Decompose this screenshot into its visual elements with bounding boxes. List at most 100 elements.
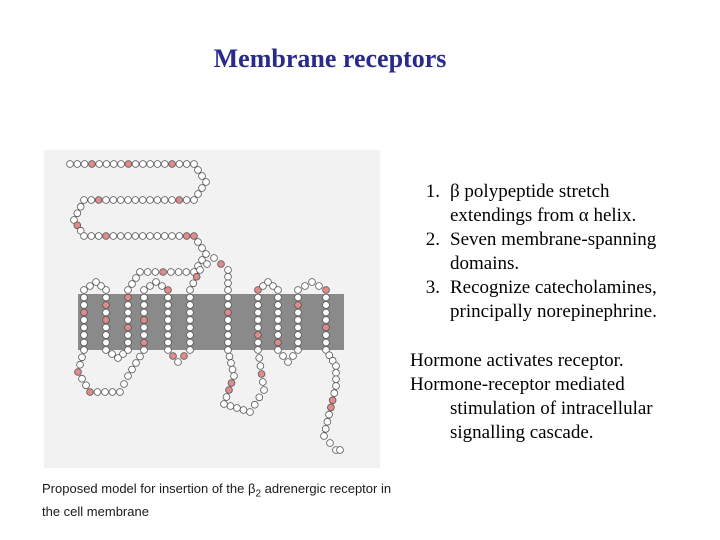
residue-circle xyxy=(322,301,330,309)
residue-circle xyxy=(80,286,88,294)
residue-circle xyxy=(322,293,330,302)
residue-circle xyxy=(294,293,302,302)
residue-circle xyxy=(332,382,340,390)
residue-circle xyxy=(233,404,241,412)
residue-circle xyxy=(164,316,172,324)
residue-circle xyxy=(332,375,340,384)
residue-circle xyxy=(198,256,206,264)
residue-circle xyxy=(164,338,172,347)
residue-circle xyxy=(161,160,169,168)
residue-circle xyxy=(175,196,184,204)
residue-circle xyxy=(124,232,132,240)
residue-circle xyxy=(140,308,148,317)
residue-circle xyxy=(190,232,198,240)
residue-circle xyxy=(326,439,334,447)
residue-circle xyxy=(102,316,110,324)
residue-circle xyxy=(254,301,262,309)
list-line: extendings from α helix. xyxy=(450,205,637,226)
residue-circle xyxy=(203,260,211,268)
list-line: Recognize catecholamines, xyxy=(450,277,657,298)
residue-circle xyxy=(116,232,125,240)
residue-circle xyxy=(102,331,110,339)
residue-circle xyxy=(124,346,132,354)
residue-circle xyxy=(80,160,89,168)
residue-circle xyxy=(274,301,282,309)
residue-circle xyxy=(190,160,198,168)
residue-circle xyxy=(119,350,127,358)
residue-circle xyxy=(186,286,194,294)
residue-circle xyxy=(108,388,117,396)
residue-circle xyxy=(222,393,231,401)
hormone-notes: Hormone activates receptor. Hormone-rece… xyxy=(410,349,710,445)
residue-circle xyxy=(315,282,323,290)
residue-circle xyxy=(80,308,88,317)
residue-circle xyxy=(124,286,132,294)
notes-line: Hormone activates receptor. xyxy=(410,350,624,371)
residue-circle xyxy=(328,356,337,365)
residue-circle xyxy=(102,196,110,204)
caption-text-after: adrenergic receptor in the cell membrane xyxy=(42,481,392,519)
residue-circle xyxy=(87,232,96,240)
slide-title: Membrane receptors xyxy=(213,44,447,73)
residue-circle xyxy=(109,196,118,204)
residue-circle xyxy=(93,388,102,396)
residue-circle xyxy=(140,316,148,324)
residue-circle xyxy=(336,446,344,454)
residue-circle xyxy=(274,308,282,317)
residue-circle xyxy=(164,331,172,339)
residue-circle xyxy=(80,331,88,339)
residue-circle xyxy=(124,160,133,168)
residue-circle xyxy=(153,232,162,240)
residue-circle xyxy=(254,331,262,339)
residue-circle xyxy=(102,160,111,168)
residue-circle xyxy=(186,331,194,339)
residue-circle xyxy=(246,408,254,416)
residue-circle xyxy=(192,272,201,281)
residue-circle xyxy=(102,286,110,294)
residue-circle xyxy=(194,166,202,174)
residue-circle xyxy=(153,196,162,204)
residue-circle xyxy=(140,301,148,309)
residue-circle xyxy=(254,316,262,324)
residue-circle xyxy=(140,323,148,332)
residue-circle xyxy=(301,282,309,290)
residue-circle xyxy=(169,352,177,360)
residue-circle xyxy=(198,172,206,180)
residue-circle xyxy=(274,338,282,347)
residue-circle xyxy=(102,323,110,332)
numbered-list: 1. β polypeptide stretch extendings from… xyxy=(410,180,710,324)
residue-circle xyxy=(332,368,340,377)
residue-circle xyxy=(180,352,188,360)
residue-circle xyxy=(294,286,302,294)
residue-circle xyxy=(124,316,132,324)
residue-circle xyxy=(227,379,236,387)
residue-circle xyxy=(80,301,88,309)
caption-text-before: Proposed model for insertion of the β xyxy=(42,481,256,496)
residue-circle xyxy=(102,293,110,302)
residue-circle xyxy=(322,308,330,317)
residue-circle xyxy=(194,238,202,246)
residue-circle xyxy=(140,338,148,347)
residue-circle xyxy=(294,301,302,309)
residue-circle xyxy=(94,196,103,204)
residue-circle xyxy=(224,316,232,324)
residue-circle xyxy=(224,323,232,332)
residue-circle xyxy=(168,160,176,168)
residue-circle xyxy=(73,209,82,218)
residue-circle xyxy=(140,346,148,354)
residue-circle xyxy=(146,232,154,240)
residue-circle xyxy=(224,301,232,309)
residue-circle xyxy=(88,160,96,168)
residue-circle xyxy=(167,268,175,276)
residue-circle xyxy=(224,338,232,347)
residue-circle xyxy=(117,160,125,168)
residue-circle xyxy=(257,370,266,378)
residue-circle xyxy=(164,346,172,354)
residue-circle xyxy=(110,160,118,168)
residue-circle xyxy=(124,293,132,302)
list-item: 2. Seven membrane-spanning domains. xyxy=(410,228,710,276)
residue-circle xyxy=(124,196,132,204)
residue-circle xyxy=(124,372,132,380)
residue-circle xyxy=(128,280,136,288)
residue-circle xyxy=(80,316,88,324)
